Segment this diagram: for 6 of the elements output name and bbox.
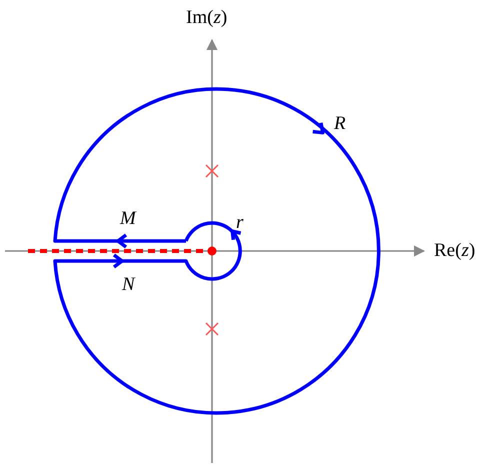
axis-label: Im(z): [186, 8, 228, 27]
axis-label: Re(z): [434, 241, 476, 260]
contour-label: M: [120, 209, 136, 228]
contour-label: r: [236, 213, 244, 232]
contour-label: N: [122, 275, 135, 294]
contour-label: R: [334, 114, 346, 133]
